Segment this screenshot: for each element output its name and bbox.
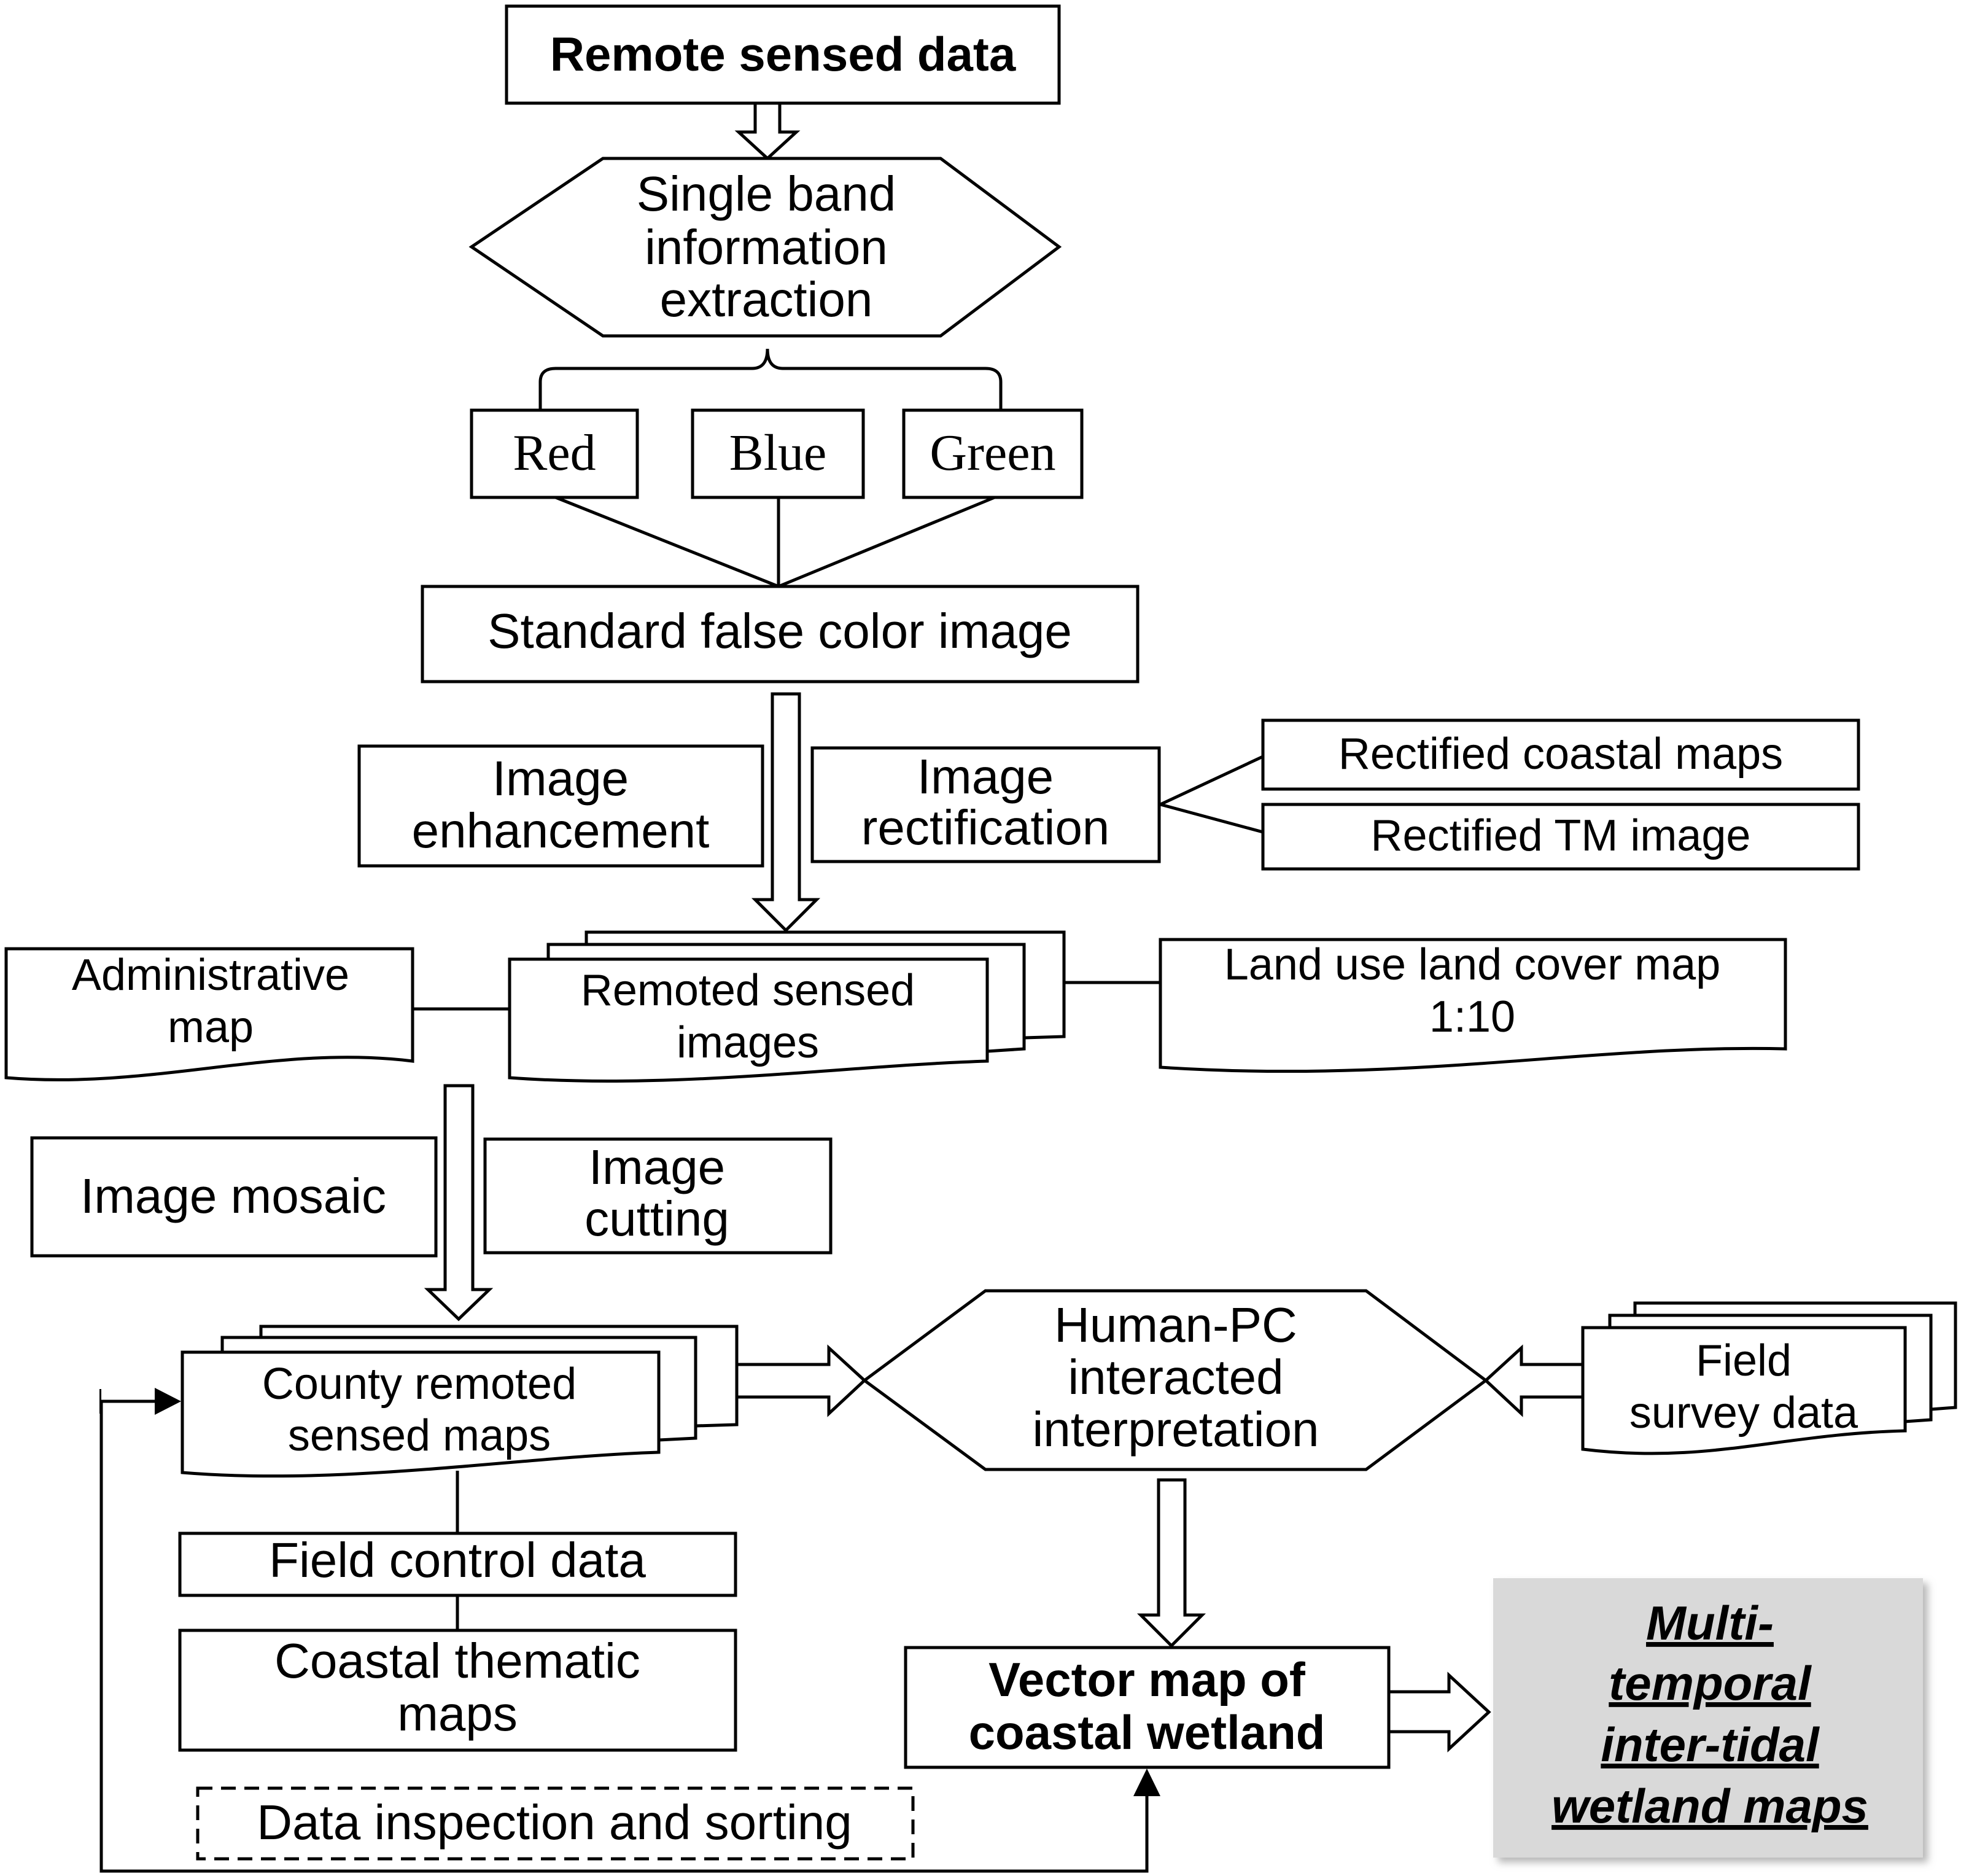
- image-enhancement-label-1: Image: [492, 751, 629, 806]
- node-human-pc-interpretation: Human-PC interacted interpretation: [861, 1289, 1489, 1471]
- standard-false-color-label: Standard false color image: [487, 604, 1072, 658]
- administrative-map-label-2: map: [168, 1003, 254, 1052]
- land-use-map-label-1: Land use land cover map: [1224, 940, 1721, 989]
- node-field-survey-data: Field survey data: [1581, 1301, 1957, 1455]
- image-cutting-label-2: cutting: [584, 1191, 729, 1246]
- node-administrative-map: Administrative map: [4, 947, 414, 1081]
- line-feedback-loop: [99, 1401, 1149, 1873]
- data-inspection-label: Data inspection and sorting: [257, 1795, 852, 1850]
- output-label-2: temporal: [1609, 1656, 1812, 1710]
- field-survey-label-2: survey data: [1629, 1388, 1858, 1438]
- human-pc-label-1: Human-PC: [1054, 1298, 1297, 1352]
- node-single-band-extraction: Single band information extraction: [468, 157, 1062, 338]
- image-cutting-label-1: Image: [589, 1140, 725, 1194]
- output-label-4: wetland maps: [1551, 1779, 1868, 1833]
- band-green-label: Green: [930, 424, 1055, 481]
- line-green-to-sfc: [778, 496, 995, 588]
- image-rectification-label-2: rectification: [861, 800, 1110, 855]
- rectified-tm-image-label: Rectified TM image: [1371, 811, 1751, 860]
- arrow-vector-to-output: [1387, 1672, 1491, 1753]
- node-standard-false-color: Standard false color image: [421, 585, 1140, 683]
- node-field-control-data: Field control data: [178, 1532, 737, 1597]
- output-label-1: Multi-: [1646, 1596, 1774, 1650]
- field-control-label: Field control data: [269, 1533, 646, 1587]
- node-band-blue: Blue: [691, 408, 865, 499]
- remote-sensed-data-label: Remote sensed data: [550, 27, 1016, 81]
- node-remote-sensed-data: Remote sensed data: [505, 4, 1061, 105]
- single-band-label-2: information: [645, 220, 888, 274]
- land-use-map-label-2: 1:10: [1429, 992, 1515, 1041]
- remoted-sensed-images-label-2: images: [677, 1018, 819, 1067]
- county-maps-label-2: sensed maps: [288, 1411, 551, 1460]
- node-image-cutting: Image cutting: [483, 1137, 833, 1255]
- county-maps-label-1: County remoted: [262, 1360, 577, 1409]
- rectified-coastal-maps-label: Rectified coastal maps: [1338, 730, 1783, 779]
- vector-map-label-2: coastal wetland: [969, 1705, 1326, 1759]
- coastal-thematic-label-2: maps: [397, 1686, 518, 1741]
- arrowhead-to-vector: [1133, 1769, 1160, 1796]
- remoted-sensed-images-label-1: Remoted sensed: [581, 966, 915, 1015]
- brace-bands: [538, 348, 1003, 410]
- human-pc-label-2: interacted: [1068, 1350, 1283, 1404]
- arrowhead-loop-to-county: [99, 1389, 101, 1414]
- node-county-maps: County remoted sensed maps: [181, 1325, 739, 1478]
- arrow-images-to-county: [424, 1084, 494, 1321]
- arrow-remote-to-singleband: [734, 101, 801, 161]
- image-enhancement-label-2: enhancement: [412, 803, 710, 858]
- node-band-red: Red: [470, 408, 639, 499]
- coastal-thematic-label-1: Coastal thematic: [274, 1633, 640, 1688]
- arrow-county-to-humanpc: [735, 1344, 867, 1417]
- node-land-use-map: Land use land cover map 1:10: [1159, 938, 1787, 1073]
- single-band-label-3: extraction: [660, 272, 873, 327]
- node-rectified-tm-image: Rectified TM image: [1261, 803, 1860, 871]
- node-image-mosaic: Image mosaic: [30, 1136, 438, 1258]
- node-image-rectification: Image rectification: [810, 746, 1161, 863]
- arrow-humanpc-to-vector: [1136, 1478, 1206, 1648]
- line-rectification-fan: [1155, 755, 1264, 834]
- arrow-sfc-to-images: [751, 692, 821, 933]
- arrowhead-to-county: [155, 1388, 181, 1415]
- image-mosaic-label: Image mosaic: [80, 1169, 386, 1223]
- band-red-label: Red: [513, 424, 596, 481]
- vector-map-label-1: Vector map of: [988, 1652, 1306, 1707]
- node-coastal-thematic-maps: Coastal thematic maps: [178, 1629, 737, 1752]
- field-survey-label-1: Field: [1696, 1336, 1792, 1385]
- node-rectified-coastal-maps: Rectified coastal maps: [1261, 718, 1860, 791]
- administrative-map-label-1: Administrative: [72, 951, 349, 1000]
- single-band-label-1: Single band: [637, 166, 896, 221]
- human-pc-label-3: interpretation: [1033, 1402, 1319, 1457]
- node-data-inspection: Data inspection and sorting: [196, 1786, 915, 1861]
- node-multi-temporal-output: Multi- temporal inter-tidal wetland maps: [1493, 1578, 1923, 1858]
- node-vector-map: Vector map of coastal wetland: [904, 1646, 1391, 1769]
- node-image-enhancement: Image enhancement: [357, 744, 764, 868]
- node-remoted-sensed-images: Remoted sensed images: [508, 930, 1066, 1083]
- node-band-green: Green: [902, 408, 1084, 499]
- band-blue-label: Blue: [729, 424, 827, 481]
- line-red-to-sfc: [555, 496, 779, 588]
- image-rectification-label-1: Image: [917, 749, 1054, 804]
- arrow-fieldsurvey-to-humanpc: [1483, 1344, 1585, 1417]
- output-label-3: inter-tidal: [1601, 1718, 1820, 1772]
